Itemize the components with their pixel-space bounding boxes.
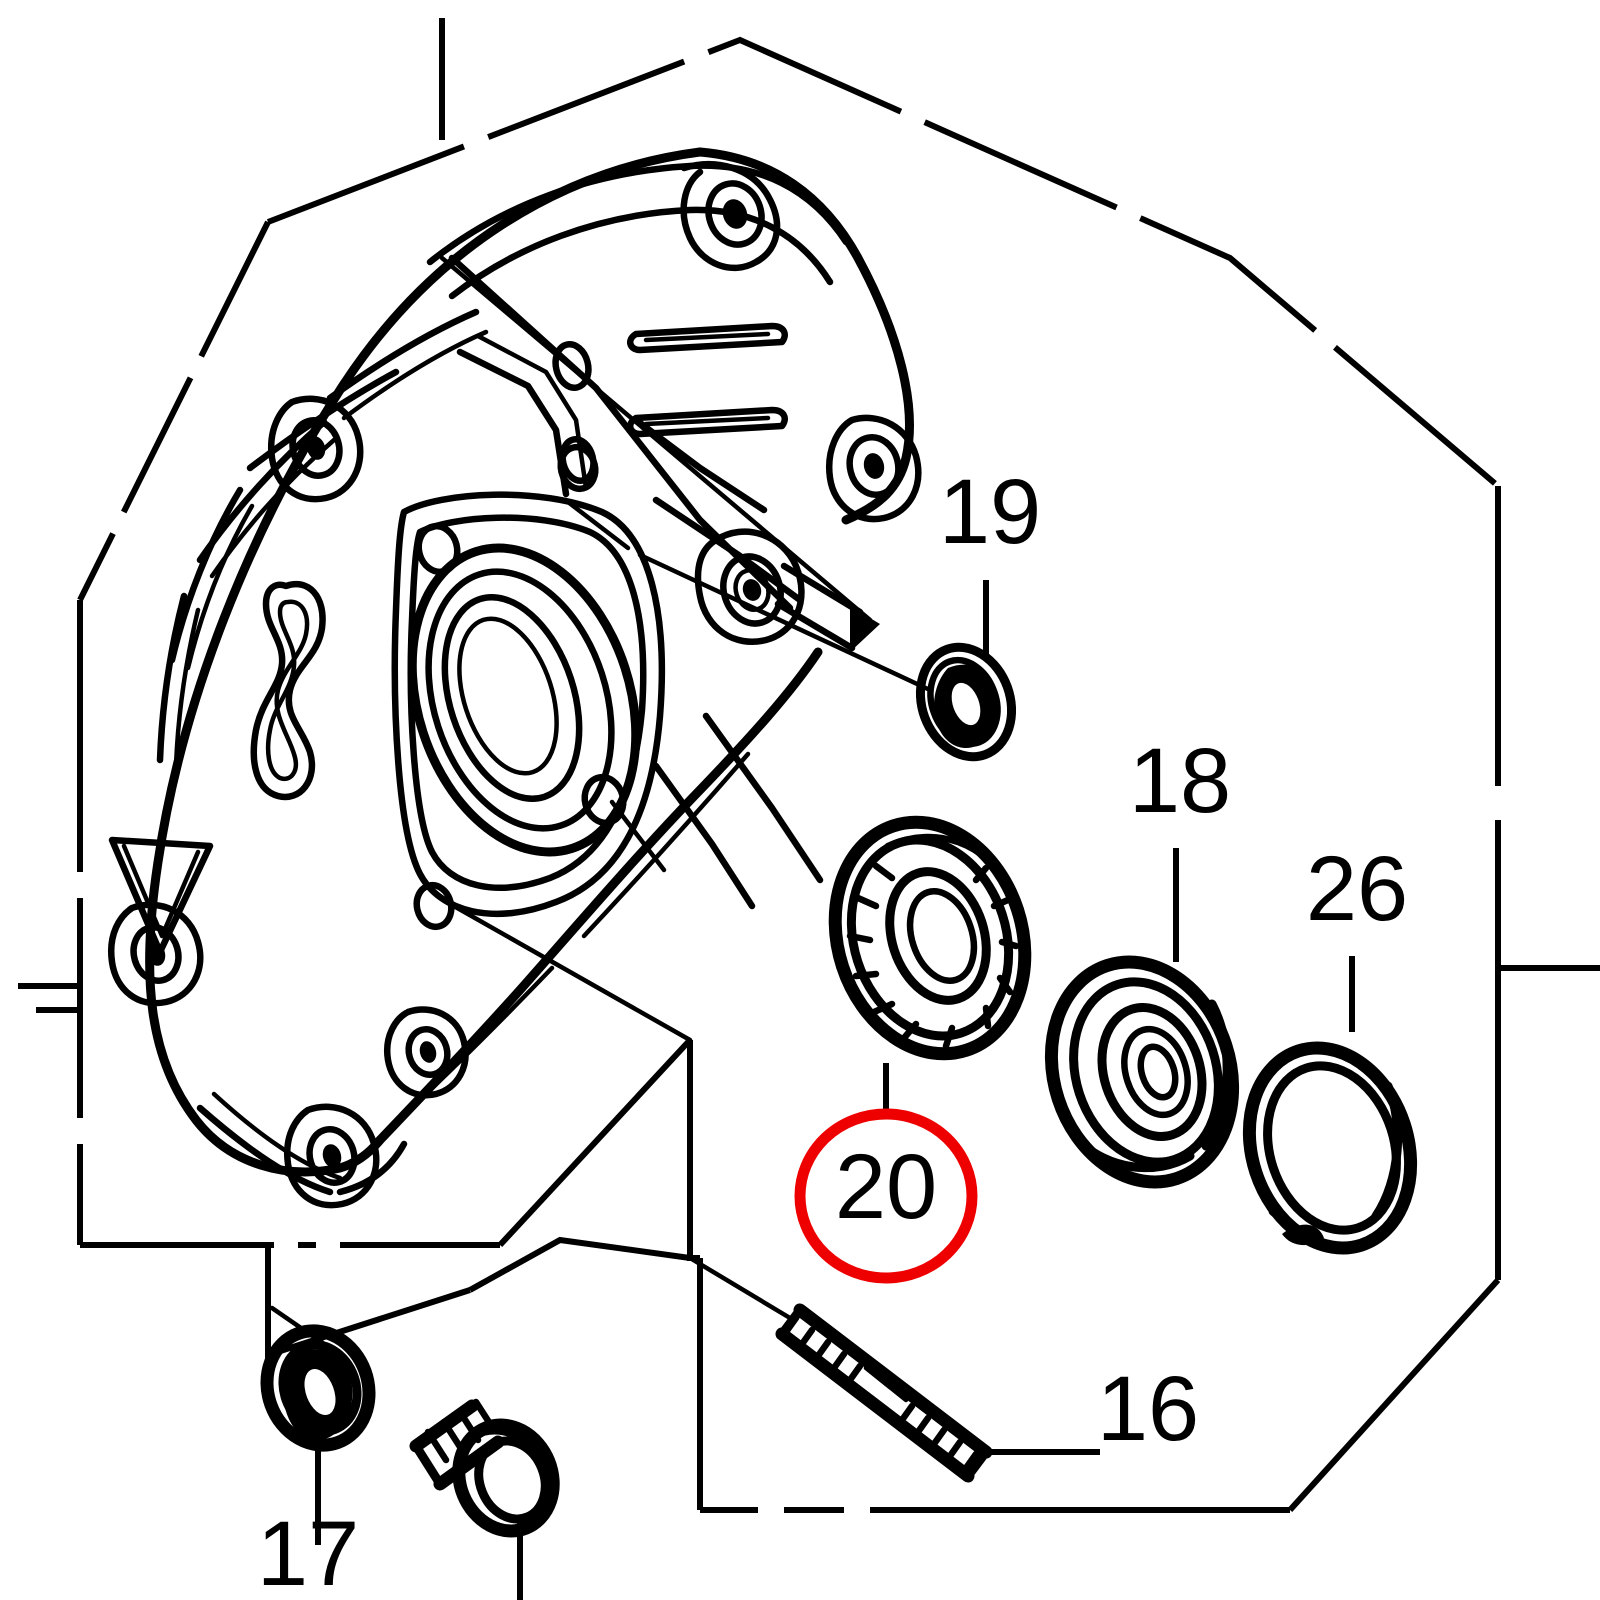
callout-number-17: 17 bbox=[257, 1503, 359, 1600]
housing-center-bore bbox=[391, 443, 666, 931]
highlight-circle bbox=[794, 1108, 978, 1284]
part-19-washer bbox=[915, 642, 1017, 762]
housing-ribs bbox=[156, 308, 489, 769]
housing-mid-boss bbox=[383, 1006, 469, 1099]
housing-slot-vents bbox=[627, 322, 788, 438]
housing-rib-triangle bbox=[108, 836, 214, 956]
stud-threads-lower bbox=[898, 1402, 980, 1472]
part-26-snap-ring bbox=[1242, 1041, 1418, 1255]
callout-number-26: 26 bbox=[1306, 838, 1408, 940]
housing-outline bbox=[145, 147, 705, 1177]
part-16-stud bbox=[775, 1303, 993, 1483]
housing-oil-slot bbox=[250, 580, 326, 801]
callout-number-16: 16 bbox=[1097, 1358, 1199, 1460]
stud-threads-upper bbox=[782, 1314, 864, 1384]
housing-dowel-boss bbox=[694, 528, 880, 652]
callout-number-19: 19 bbox=[939, 461, 1041, 563]
housing-lower-edge bbox=[375, 647, 823, 1145]
oil-seal-hatching bbox=[846, 862, 1020, 1050]
housing-small-bosses bbox=[552, 341, 597, 484]
leader-19-assembly bbox=[637, 552, 933, 693]
housing-bottom-boss bbox=[283, 1103, 380, 1209]
housing-assembly bbox=[107, 147, 922, 1209]
part-17-washer bbox=[260, 1305, 376, 1452]
part-20-oil-seal bbox=[828, 815, 1032, 1061]
housing-top-boss bbox=[680, 160, 781, 272]
callout-number-20: 20 bbox=[835, 1136, 937, 1238]
part-18-bearing bbox=[1044, 955, 1240, 1189]
housing-right-boss bbox=[825, 414, 922, 523]
housing-lower-arm bbox=[196, 1091, 408, 1196]
callout-number-18: 18 bbox=[1129, 730, 1231, 832]
boundary-frame bbox=[18, 36, 1600, 1513]
housing-flange-edge bbox=[393, 751, 751, 1125]
part-bolt bbox=[409, 1398, 560, 1538]
leader-housing-seal bbox=[449, 902, 693, 1043]
leader-stud bbox=[687, 1255, 793, 1321]
